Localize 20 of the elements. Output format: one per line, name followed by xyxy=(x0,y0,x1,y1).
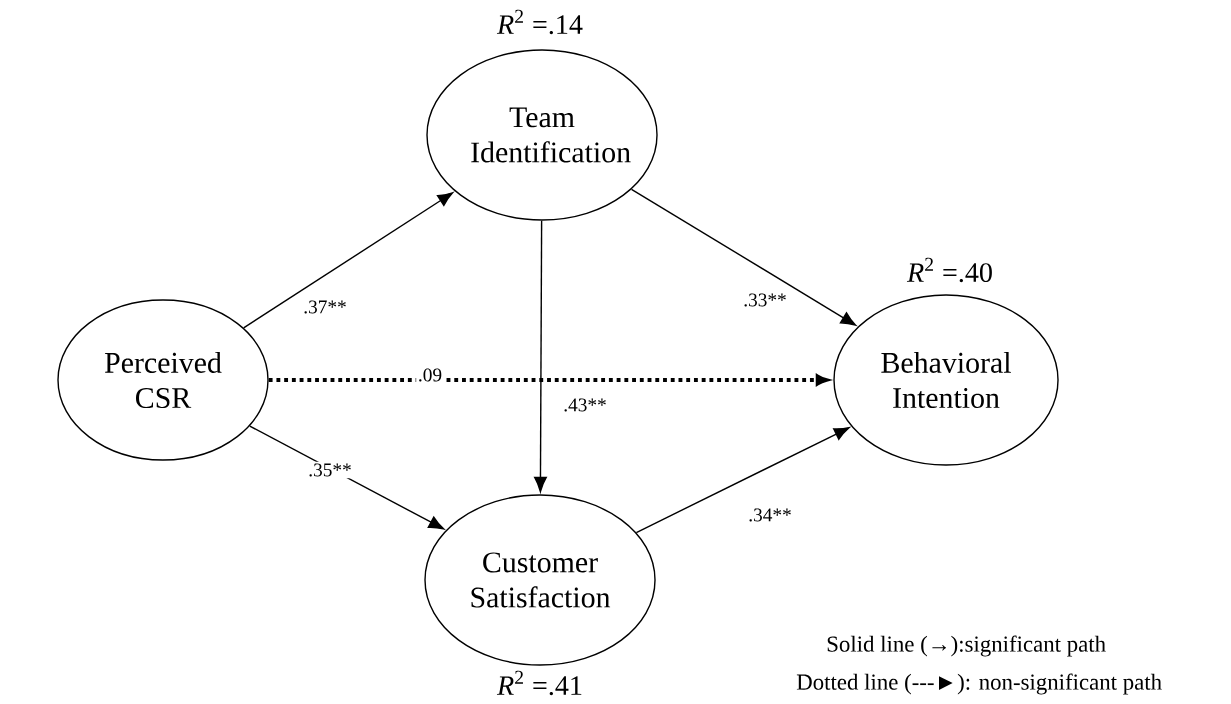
ellipse-node: Customer Satisfaction xyxy=(424,494,656,666)
r-squared-label: R$^{2}$ =.40 xyxy=(906,257,992,283)
edge-label: .43** xyxy=(561,396,609,414)
arrow xyxy=(249,425,445,530)
ellipse-node: Perceived CSR xyxy=(57,299,269,461)
arrow xyxy=(534,220,547,493)
arrow xyxy=(630,188,857,326)
r-squared-label: R$^{2}$ =.41 xyxy=(496,670,582,696)
edge-label: .09 xyxy=(416,366,444,384)
ellipse-node: Team Identification xyxy=(426,49,658,221)
edge-label: .37** xyxy=(301,298,349,316)
edge-label: .34** xyxy=(746,506,794,524)
ellipse-node: Behavioral Intention xyxy=(833,294,1059,466)
arrow xyxy=(242,192,454,329)
arrow xyxy=(635,427,850,534)
r-squared-label: R$^{2}$ =.14 xyxy=(496,9,583,35)
edge-label: .33** xyxy=(741,291,789,309)
legend-entry: Solid line (→):significant path xyxy=(827,635,1106,657)
edge-label: .35** xyxy=(306,461,354,479)
legend-entry: Dotted line (---►): non-significant path xyxy=(796,673,1162,695)
